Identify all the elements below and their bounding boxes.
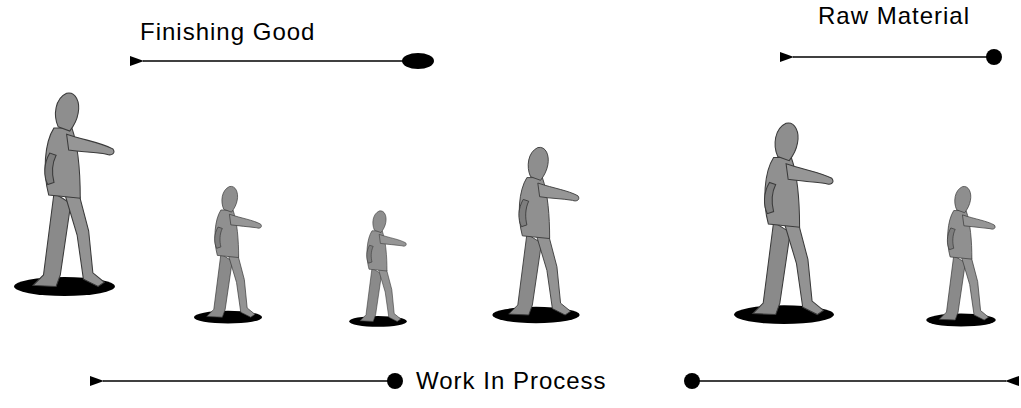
arrow-dot bbox=[387, 373, 403, 389]
flow-arrow bbox=[692, 380, 1006, 382]
flow-arrow bbox=[143, 60, 418, 62]
flow-arrow bbox=[103, 380, 395, 382]
walking-figure bbox=[194, 186, 262, 323]
walking-figure bbox=[349, 211, 407, 327]
stage-label: Finishing Good bbox=[140, 18, 315, 46]
walking-figure bbox=[492, 147, 579, 323]
stage-label: Work In Process bbox=[416, 367, 607, 395]
flow-arrow bbox=[793, 56, 992, 58]
arrow-dot bbox=[402, 53, 434, 69]
arrow-dot bbox=[684, 373, 700, 389]
stage-label: Raw Material bbox=[818, 2, 970, 30]
walking-figure bbox=[926, 186, 996, 326]
arrow-dot bbox=[986, 49, 1002, 65]
walking-figure bbox=[14, 93, 115, 296]
walking-figure bbox=[734, 123, 834, 324]
